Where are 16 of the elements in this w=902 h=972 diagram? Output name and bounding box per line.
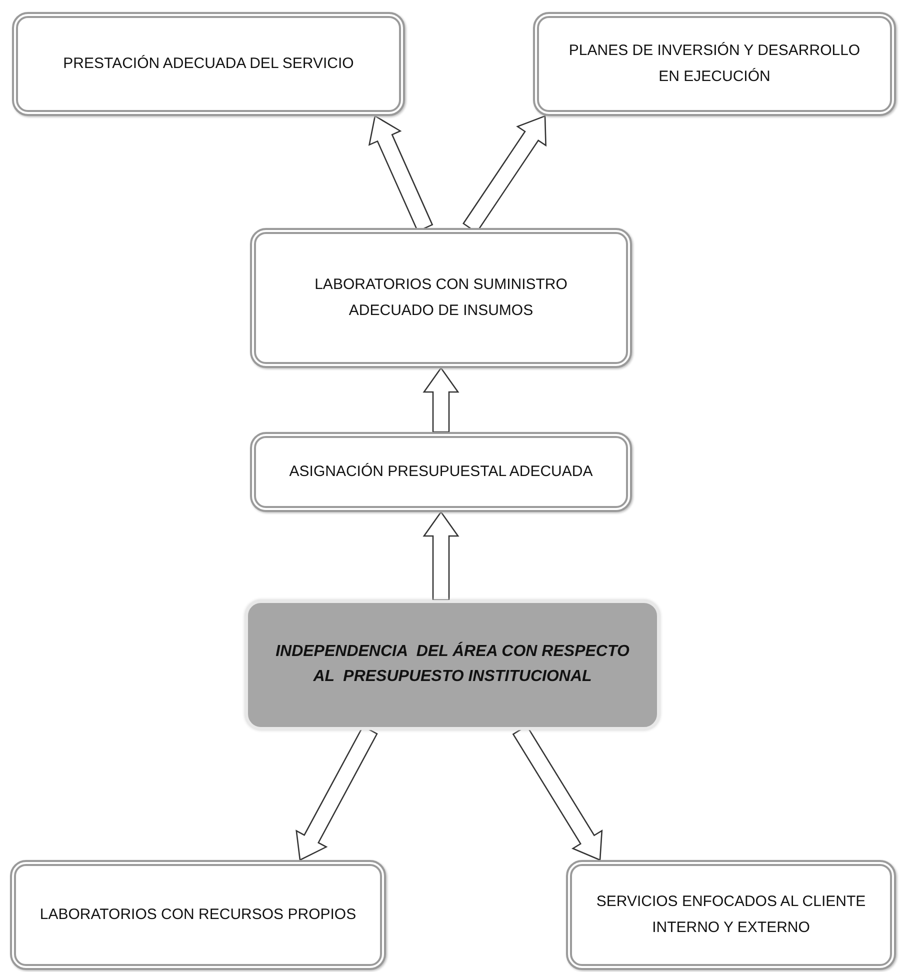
box-text: LABORATORIOS CON RECURSOS PROPIOS [40, 904, 356, 925]
process-box [533, 12, 896, 116]
process-box [250, 432, 632, 512]
process-box [10, 860, 386, 970]
box-text: PRESTACIÓN ADECUADA DEL SERVICIO [63, 54, 354, 74]
box-text: SERVICIOS ENFOCADOS AL CLIENTE INTERNO Y EXTERNO [595, 892, 867, 938]
block-arrow [422, 366, 460, 433]
process-box [566, 860, 896, 970]
process-box [250, 228, 632, 368]
box-text: PLANES DE INVERSIÓN Y DESARROLLO EN EJECUCIÓN [568, 40, 862, 87]
process-box [12, 12, 405, 116]
box-text: LABORATORIOS CON SUMINISTRO ADECUADO DE INSUMOS [314, 274, 568, 321]
box-text: ASIGNACIÓN PRESUPUESTAL ADECUADA [289, 462, 593, 482]
block-arrow [422, 510, 460, 601]
highlighted-box [245, 600, 660, 730]
box-text: INDEPENDENCIA DEL ÁREA CON RESPECTO AL PRESUPUESTO INSTITUCIONAL [274, 640, 630, 687]
